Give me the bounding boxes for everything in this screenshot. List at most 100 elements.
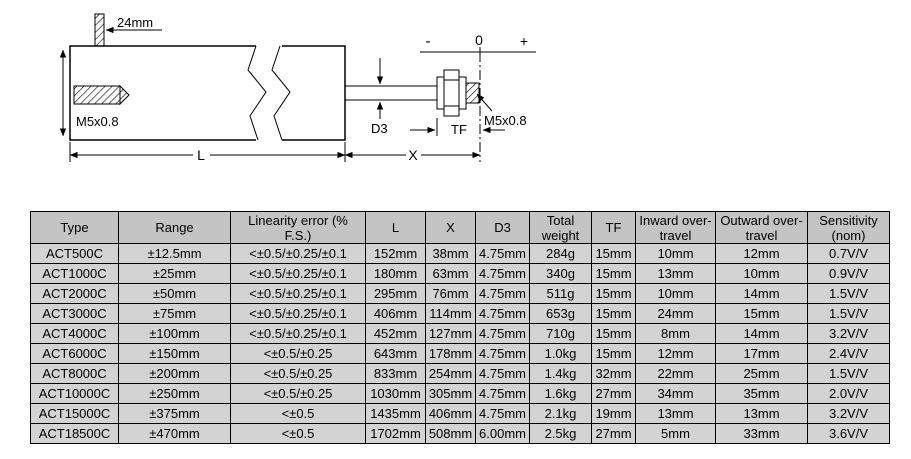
table-cell: 1.0kg [529,343,592,364]
table-cell: 643mm [365,343,426,364]
col-header-d3: D3 [475,211,530,244]
table-cell: 4.75mm [475,403,530,424]
table-cell: 13mm [715,403,808,424]
table-cell: 22mm [635,363,716,384]
table-cell: <±0.5 [230,403,366,424]
table-cell: ±150mm [118,343,231,364]
body-thread: M5x0.8 [73,84,130,129]
table-cell: ±75mm [118,303,231,324]
scale-zero-label: 0 [475,32,483,48]
table-cell: 12mm [715,243,808,264]
table-cell: 13mm [635,263,716,284]
table-cell: 4.75mm [475,363,530,384]
table-cell: 710g [529,323,592,344]
table-cell: 10mm [635,283,716,304]
table-cell: <±0.5/±0.25/±0.1 [230,263,366,284]
table-cell: ±200mm [118,363,231,384]
col-header-outward-overtravel: Outward over-travel [715,211,808,244]
table-cell: ACT4000C [30,323,119,344]
table-cell: 152mm [365,243,426,264]
col-header-linearity: Linearity error (% F.S.) [230,211,366,244]
table-header-row: Type Range Linearity error (% F.S.) L X … [30,211,890,244]
table-cell: 2.0V/V [807,383,890,404]
extension-rod [345,85,438,101]
stud-dimension-label: 24mm [117,15,153,30]
table-cell: 2.5kg [529,423,592,444]
x-dimension: X [344,147,481,163]
tip-thread-callout: M5x0.8 [476,93,527,128]
col-header-l: L [365,211,426,244]
table-cell: 15mm [715,303,808,324]
col-header-tf: TF [591,211,636,244]
table-cell: 406mm [365,303,426,324]
table-cell: ACT2000C [30,283,119,304]
table-cell: 14mm [715,323,808,344]
dimension-diagram: 24mm M5x0.8 D3 [59,13,536,163]
table-cell: 178mm [425,343,476,364]
body-thread-label: M5x0.8 [76,114,119,129]
table-cell: 33mm [715,423,808,444]
table-cell: 8mm [635,323,716,344]
table-cell: 10mm [715,263,808,284]
table-cell: 305mm [425,383,476,404]
table-cell: 833mm [365,363,426,384]
table-cell: 127mm [425,323,476,344]
table-cell: <±0.5/±0.25/±0.1 [230,303,366,324]
table-cell: 15mm [591,343,636,364]
table-cell: 295mm [365,283,426,304]
table-cell: <±0.5/±0.25 [230,363,366,384]
table-cell: 4.75mm [475,343,530,364]
table-cell: 76mm [425,283,476,304]
table-cell: 1.5V/V [807,363,890,384]
table-cell: 114mm [425,303,476,324]
table-cell: 1435mm [365,403,426,424]
rod-diameter-label: D3 [371,121,388,136]
table-cell: 406mm [425,403,476,424]
table-cell: 1.6kg [529,383,592,404]
table-cell: 4.75mm [475,383,530,404]
table-cell: 508mm [425,423,476,444]
table-cell: 13mm [635,403,716,424]
spec-table: Type Range Linearity error (% F.S.) L X … [30,211,890,444]
table-cell: 6.00mm [475,423,530,444]
table-cell: 10mm [635,243,716,264]
table-cell: <±0.5/±0.25 [230,343,366,364]
table-cell: 511g [529,283,592,304]
scale-minus-label: - [426,33,431,50]
table-cell: ACT18500C [30,423,119,444]
table-cell: 15mm [591,323,636,344]
table-cell: 0.9V/V [807,263,890,284]
col-header-total-weight: Total weight [529,211,592,244]
col-header-sensitivity: Sensitivity (nom) [807,211,890,244]
col-header-x: X [425,211,476,244]
table-cell: 34mm [635,383,716,404]
table-cell: 17mm [715,343,808,364]
x-dimension-label: X [408,147,418,163]
table-cell: 1.5V/V [807,303,890,324]
table-cell: 4.75mm [475,303,530,324]
table-cell: ACT3000C [30,303,119,324]
table-cell: 19mm [591,403,636,424]
table-cell: 4.75mm [475,283,530,304]
table-cell: 452mm [365,323,426,344]
tf-dimension: TF [410,118,505,137]
zero-scale: - 0 + [420,32,536,162]
break-symbol [247,38,291,148]
table-cell: ±250mm [118,383,231,404]
col-header-type: Type [30,211,119,244]
table-cell: <±0.5/±0.25 [230,383,366,404]
table-cell: 15mm [591,243,636,264]
mounting-stud [94,13,105,47]
table-cell: 1030mm [365,383,426,404]
table-cell: 4.75mm [475,323,530,344]
table-cell: ACT15000C [30,403,119,424]
scale-plus-label: + [520,33,528,49]
